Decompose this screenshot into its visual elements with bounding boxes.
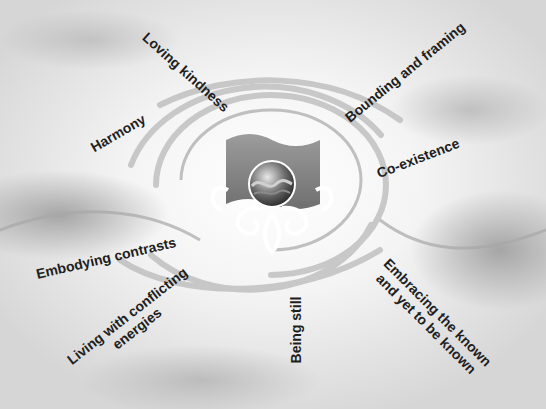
quality-label: Harmony [75, 104, 161, 163]
cloud [390, 75, 546, 145]
central-emblem [213, 134, 332, 252]
quality-label: Living with conflicting energies [59, 260, 205, 384]
quality-label: Being still [288, 280, 304, 380]
quality-label: Bounding and framing [322, 3, 487, 141]
quality-label: Embracing the known and yet to be known [361, 247, 504, 390]
swirl-lines [0, 110, 546, 250]
quality-label: Co-existence [359, 129, 477, 187]
cloud [410, 190, 546, 310]
